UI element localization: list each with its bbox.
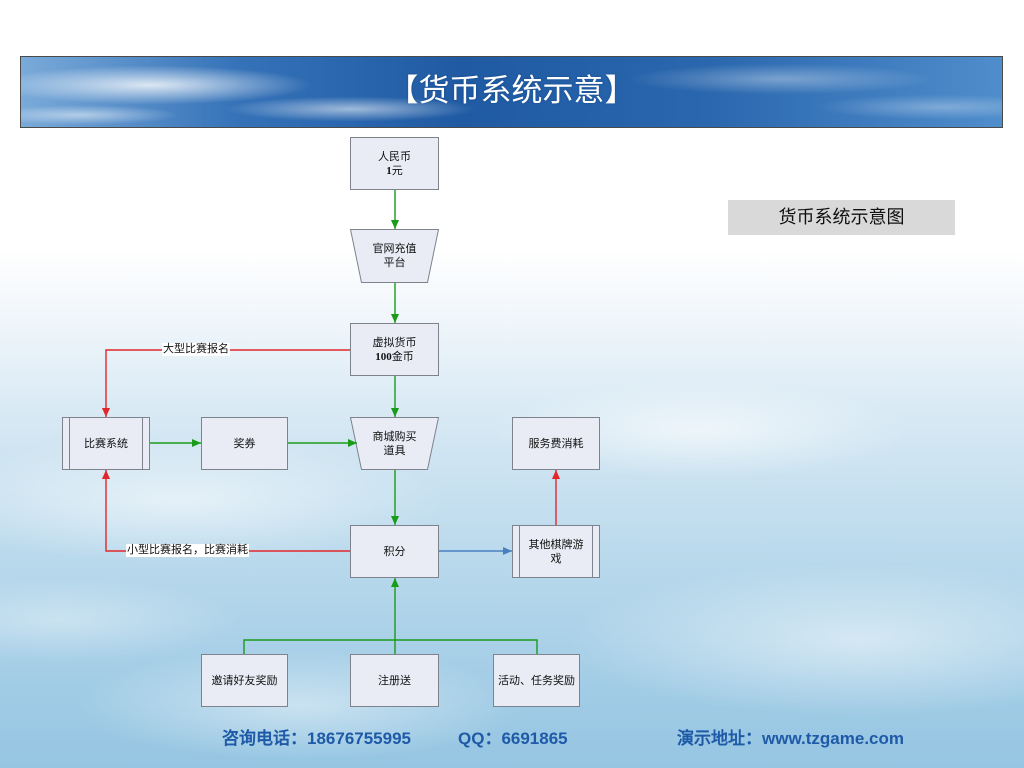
node-rmb-amount: 1	[386, 164, 392, 177]
node-match-label: 比赛系统	[84, 437, 128, 450]
node-service-label: 服务费消耗	[528, 437, 584, 450]
mall-purchase-shape	[349, 417, 440, 470]
node-points: 积分	[350, 525, 439, 578]
node-recharge-line2: 平台	[383, 257, 406, 269]
node-register-label: 注册送	[378, 674, 411, 687]
node-rmb: 人民币 1元	[350, 137, 439, 190]
edge-rewards-bracket	[243, 639, 538, 654]
node-virtual-amount: 100	[375, 350, 392, 363]
node-mall-purchase: 商城购买 道具	[350, 417, 439, 470]
node-service-fee: 服务费消耗	[512, 417, 600, 470]
node-shop-line2: 道具	[383, 444, 406, 457]
node-rmb-line1: 人民币	[378, 150, 411, 163]
node-activity-label: 活动、任务奖励	[498, 674, 575, 687]
node-recharge-platform: 官网充值 平台	[350, 229, 439, 283]
node-other-games: 其他棋牌游 戏	[512, 525, 600, 578]
node-shop-line1: 商城购买	[372, 430, 417, 443]
footer-phone: 咨询电话：18676755995	[222, 729, 412, 748]
node-recharge-line1: 官网充值	[372, 243, 417, 255]
recharge-platform-shape	[349, 229, 440, 283]
node-rmb-line2: 1元	[386, 164, 403, 178]
node-match-system: 比赛系统	[62, 417, 150, 470]
slide-title: 【货币系统示意】	[387, 73, 636, 108]
edge-label-large-match: 大型比赛报名	[162, 343, 230, 356]
node-invite-reward: 邀请好友奖励	[201, 654, 288, 707]
node-rmb-unit: 元	[391, 164, 403, 177]
node-voucher-label: 奖券	[233, 437, 256, 450]
node-other-games-line1: 其他棋牌游	[528, 538, 584, 551]
footer-demo-url: 演示地址：www.tzgame.com	[677, 729, 905, 748]
node-virtual-unit: 金币	[391, 350, 414, 363]
node-voucher: 奖券	[201, 417, 288, 470]
node-points-label: 积分	[383, 545, 406, 558]
node-virtual-line2: 100金币	[375, 350, 414, 364]
node-virtual-currency: 虚拟货币 100金币	[350, 323, 439, 376]
footer-qq: QQ：6691865	[458, 729, 568, 748]
node-virtual-line1: 虚拟货币	[372, 336, 417, 349]
node-register-bonus: 注册送	[350, 654, 439, 707]
node-other-games-line2: 戏	[550, 552, 562, 565]
edge-label-small-match: 小型比赛报名，比赛消耗	[126, 544, 249, 557]
edge-virtual-to-match	[101, 349, 350, 417]
edge-points-to-match	[101, 470, 350, 552]
diagram-caption: 货币系统示意图	[728, 200, 955, 235]
node-activity-reward: 活动、任务奖励	[493, 654, 580, 707]
node-invite-label: 邀请好友奖励	[211, 674, 278, 687]
title-banner: 【货币系统示意】	[20, 56, 1003, 128]
